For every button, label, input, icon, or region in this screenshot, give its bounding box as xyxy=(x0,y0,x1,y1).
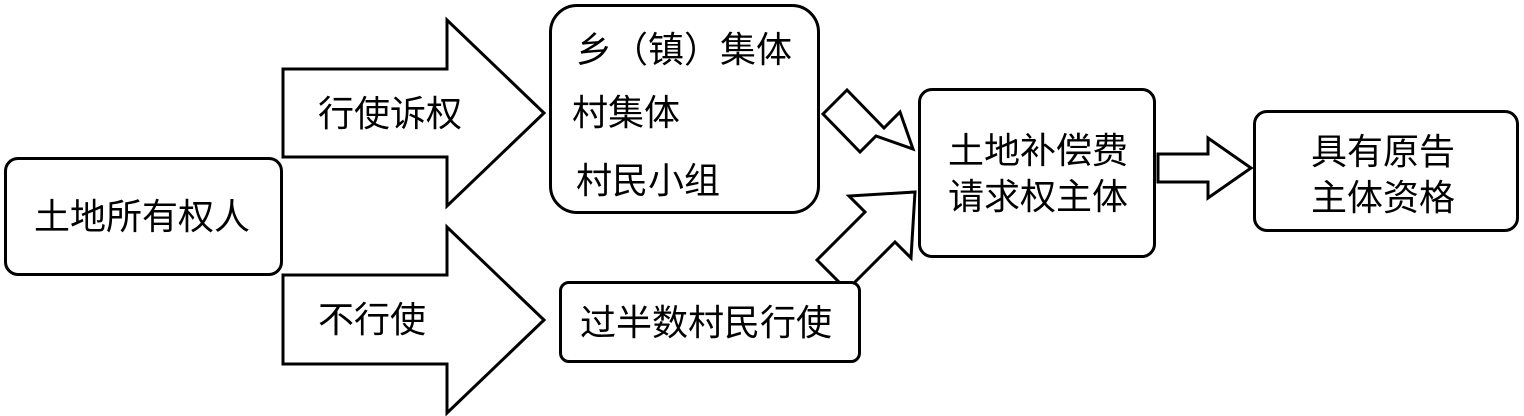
claimant-box: 土地补偿费 请求权主体 xyxy=(918,88,1156,258)
majority-villagers-box: 过半数村民行使 xyxy=(559,281,861,363)
villager-group-text: 村民小组 xyxy=(576,161,721,202)
arrow-exercise-right xyxy=(281,16,547,210)
claimant-line2: 请求权主体 xyxy=(948,177,1129,218)
label-not-exercise: 不行使 xyxy=(318,300,427,341)
label-exercise-right: 行使诉权 xyxy=(318,94,463,135)
arrow-collectives-to-claimant xyxy=(820,87,916,155)
plaintiff-box: 具有原告 主体资格 xyxy=(1253,110,1519,232)
majority-villagers-text: 过半数村民行使 xyxy=(580,303,833,344)
plaintiff-line2: 主体资格 xyxy=(1311,178,1456,219)
arrow-not-exercise xyxy=(281,223,547,416)
village-collective-text: 村集体 xyxy=(572,93,681,134)
arrow-majority-to-claimant xyxy=(814,190,917,293)
plaintiff-line1: 具有原告 xyxy=(1311,132,1456,173)
claimant-line1: 土地补偿费 xyxy=(948,131,1129,172)
collectives-box: 乡（镇）集体 村集体 村民小组 xyxy=(549,4,820,214)
landowner-box: 土地所有权人 xyxy=(4,157,283,276)
arrow-claimant-to-plaintiff xyxy=(1156,135,1254,201)
landowner-text: 土地所有权人 xyxy=(34,197,251,238)
township-collective-text: 乡（镇）集体 xyxy=(576,30,793,71)
